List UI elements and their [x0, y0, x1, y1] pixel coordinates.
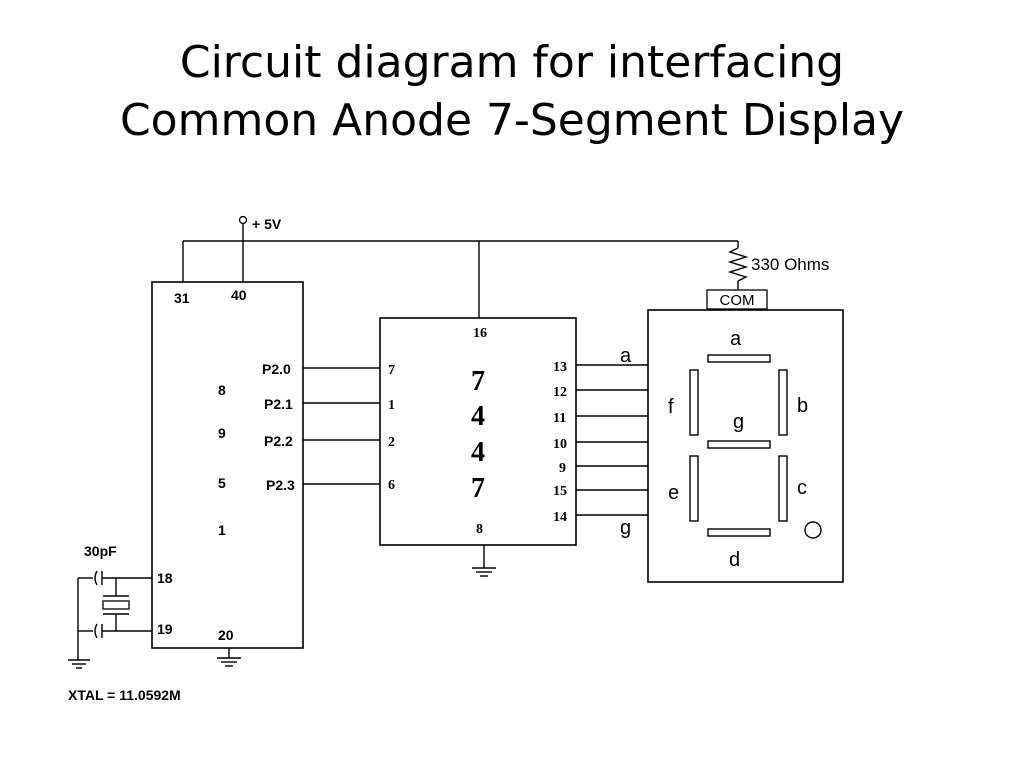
pin-31-label: 31 — [174, 290, 190, 306]
decoder-out-11: 11 — [553, 411, 566, 426]
segment-f — [689, 369, 699, 436]
power-label: + 5V — [252, 216, 282, 232]
segment-c — [778, 455, 788, 522]
segment-e — [689, 455, 699, 522]
wire-label-a: a — [620, 345, 632, 367]
xtal-label: XTAL = 11.0592M — [68, 687, 181, 703]
port-p2-3-label: P2.3 — [266, 477, 295, 493]
decoder-out-10: 10 — [553, 437, 567, 452]
decoder-in-2: 2 — [388, 435, 395, 450]
decoder-char-4: 7 — [471, 473, 485, 504]
port-p2-1-label: P2.1 — [264, 396, 293, 412]
slide-title: Circuit diagram for interfacing Common A… — [0, 34, 1024, 150]
segment-d — [707, 528, 771, 537]
mcu-char-2: 9 — [218, 425, 226, 441]
decoder-7447: 16 8 7 4 4 7 7 1 2 6 13 12 11 10 9 15 14 — [379, 317, 577, 546]
port-wires — [303, 367, 380, 485]
power-terminal — [238, 215, 248, 225]
resistor: 330 Ohms — [727, 241, 829, 290]
title-line-1: Circuit diagram for interfacing — [179, 37, 845, 88]
decoder-in-7: 7 — [388, 363, 395, 378]
mcu-char-4: 1 — [218, 522, 226, 538]
com-box — [706, 289, 768, 310]
decoder-in-6: 6 — [388, 478, 395, 493]
segment-c-label: c — [797, 477, 807, 499]
decoder-out-13: 13 — [553, 360, 567, 375]
decoder-out-14: 14 — [553, 510, 567, 525]
decoder-out-15: 15 — [553, 484, 567, 499]
pin-40-label: 40 — [231, 287, 247, 303]
decoder-char-2: 4 — [471, 401, 485, 432]
decoder-out-12: 12 — [553, 385, 567, 400]
decoder-pin-16: 16 — [473, 326, 487, 341]
decoder-ground — [472, 545, 496, 577]
segment-d-label: d — [729, 549, 740, 571]
pin-20-label: 20 — [218, 627, 234, 643]
crystal-symbol — [102, 600, 130, 610]
segment-b — [778, 369, 788, 436]
decoder-in-1: 1 — [388, 398, 395, 413]
microcontroller-8951: 31 40 8 9 5 1 P2.0 P2.1 P2.2 P2.3 18 19 … — [151, 281, 304, 649]
com-label: COM — [720, 292, 755, 309]
port-p2-0-label: P2.0 — [262, 361, 291, 377]
decoder-body — [379, 317, 577, 546]
mcu-char-1: 8 — [218, 382, 226, 398]
decoder-out-9: 9 — [559, 461, 566, 476]
mcu-body — [151, 281, 304, 649]
mcu-char-3: 5 — [218, 475, 226, 491]
pin-19-label: 19 — [157, 621, 173, 637]
decoder-char-1: 7 — [471, 366, 485, 397]
decoder-char-3: 4 — [471, 437, 485, 468]
seven-segment-display: COM a b c d e f g — [647, 289, 844, 583]
segment-wires: a g — [576, 345, 648, 539]
capacitor-label: 30pF — [84, 543, 117, 559]
title-line-2: Common Anode 7-Segment Display — [119, 95, 905, 146]
wire-label-g: g — [620, 517, 631, 539]
pin-18-label: 18 — [157, 570, 173, 586]
segment-b-label: b — [797, 395, 808, 417]
decimal-point — [804, 521, 822, 539]
resistor-symbol — [727, 247, 749, 282]
crystal-oscillator: 30pF XTAL = 11.0592M — [68, 543, 181, 703]
capacitor-1-plate — [94, 570, 98, 586]
power-supply: + 5V — [182, 215, 738, 318]
port-p2-2-label: P2.2 — [264, 433, 293, 449]
segment-a — [707, 354, 771, 363]
segment-f-label: f — [668, 396, 674, 418]
segment-g-label: g — [733, 411, 744, 433]
segment-e-label: e — [668, 482, 679, 504]
segment-a-label: a — [730, 328, 742, 350]
decoder-pin-8: 8 — [476, 522, 483, 537]
capacitor-2-plate — [94, 623, 98, 639]
mcu-ground — [217, 648, 241, 667]
display-body — [647, 309, 844, 583]
segment-g — [707, 440, 771, 449]
resistor-label: 330 Ohms — [751, 255, 829, 274]
